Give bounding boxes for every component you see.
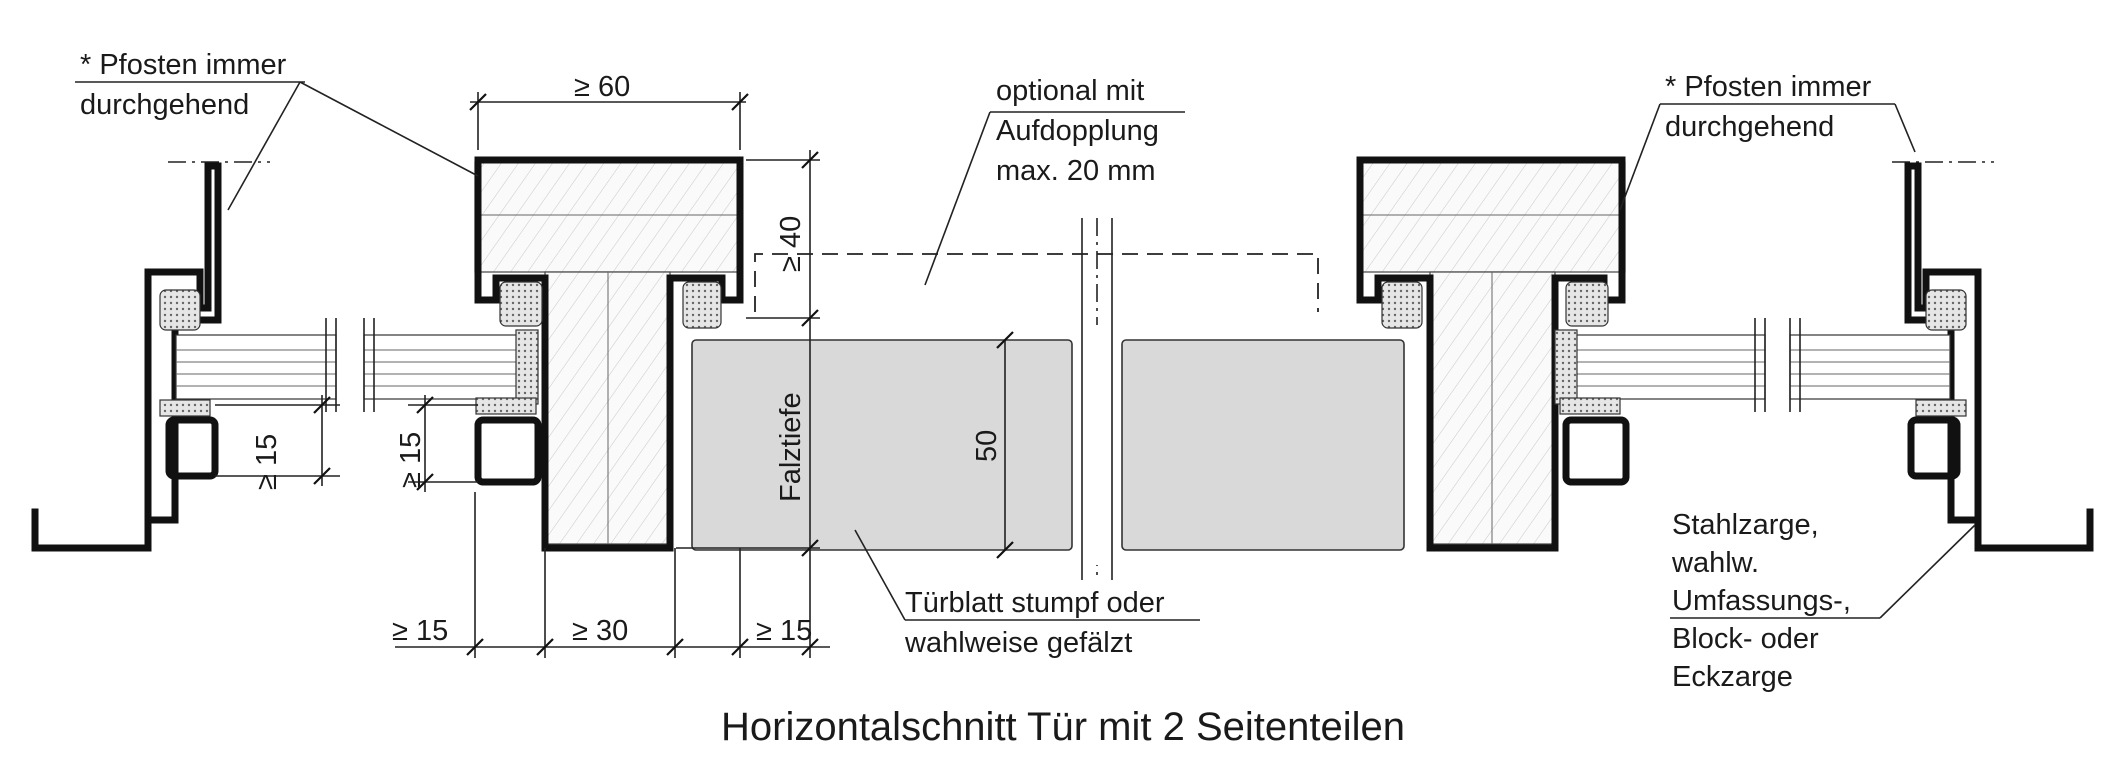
right-glass-bead <box>1907 416 1961 480</box>
dim-left-overlap: ≥ 15 <box>251 434 283 490</box>
dim-top-depth: ≥ 40 <box>775 216 807 272</box>
door-leaf <box>691 218 1405 580</box>
leaf-note-line1: Türblatt stumpf oder <box>905 587 1165 619</box>
right-post-steel-profile <box>1356 156 1626 552</box>
optional-doubling-outline <box>754 253 1319 312</box>
post-right-note-line1: * Pfosten immer <box>1665 71 1872 103</box>
right-gasket <box>1925 289 1967 331</box>
door-leaf-right-half <box>1121 339 1405 551</box>
frame-note-line1: Stahlzarge, <box>1672 509 1819 541</box>
left-sidelight <box>31 161 539 552</box>
optional-note-line1: optional mit <box>996 75 1144 107</box>
left-post-steel-profile <box>474 156 744 552</box>
post-left-note-line2: durchgehend <box>80 89 249 121</box>
frame-note-line2: wahlw. <box>1671 547 1759 579</box>
dim-rebate-depth: Falztiefe <box>775 392 807 502</box>
leader-lines <box>75 81 1976 621</box>
right-glazing <box>1554 318 1951 415</box>
left-glass-bead <box>165 416 219 480</box>
post-right-note-line2: durchgehend <box>1665 111 1834 143</box>
optional-note-line3: max. 20 mm <box>996 155 1156 187</box>
left-post-gasket-left <box>499 281 543 327</box>
dim-mid-overlap: ≥ 15 <box>395 432 427 488</box>
optional-note-line2: Aufdopplung <box>996 115 1159 147</box>
door-leaf-left-half <box>691 339 1073 551</box>
dim-leaf-thickness: 50 <box>971 430 1003 462</box>
dim-bottom-mid: ≥ 30 <box>572 615 628 647</box>
frame-note-line4: Block- oder <box>1672 623 1819 655</box>
dim-bottom-right: ≥ 15 <box>756 615 812 647</box>
right-glass-seal <box>1915 399 1967 417</box>
frame-note-line5: Eckzarge <box>1672 661 1793 693</box>
left-post-gasket-right <box>682 281 722 329</box>
drawing-title: Horizontalschnitt Tür mit 2 Seitenteilen <box>721 705 1405 749</box>
dimension-texts: ≥ 60 ≥ 40 Falztiefe 50 ≥ 15 ≥ 15 ≥ 15 ≥ … <box>251 71 1003 647</box>
dim-bottom-left: ≥ 15 <box>392 615 448 647</box>
right-post-gasket-right <box>1565 281 1609 327</box>
leaf-note-line2: wahlweise gefälzt <box>904 627 1132 659</box>
left-glass-seal <box>159 399 211 417</box>
right-post-wood-top <box>1359 161 1626 273</box>
annotation-texts: * Pfosten immer durchgehend optional mit… <box>80 49 1872 693</box>
left-post-glass-bead <box>474 416 542 486</box>
left-glazing <box>175 318 539 415</box>
frame-note-line3: Umfassungs-, <box>1672 585 1851 617</box>
dim-top-width: ≥ 60 <box>574 71 630 103</box>
right-door-post <box>1356 156 1630 552</box>
right-sidelight <box>1554 161 2094 552</box>
right-post-gasket-left <box>1381 281 1423 329</box>
left-post-wood-top <box>474 161 741 273</box>
dimension-lines <box>215 92 1014 658</box>
post-left-note-line1: * Pfosten immer <box>80 49 287 81</box>
right-post-glass-bead <box>1562 416 1630 486</box>
left-door-post <box>474 156 744 552</box>
left-gasket <box>159 289 201 331</box>
